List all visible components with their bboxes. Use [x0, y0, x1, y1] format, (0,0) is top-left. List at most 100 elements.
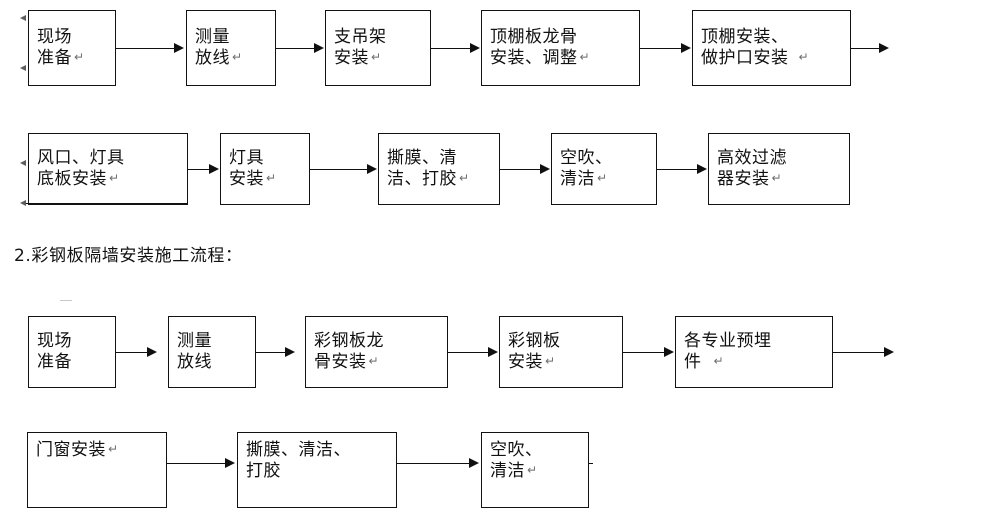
connector-stub: [589, 463, 593, 464]
process-box-color-steel-keel-install: 彩钢板龙 骨安装↵: [305, 316, 448, 388]
box-line: 测量: [195, 27, 230, 48]
wrap-connector-line: [22, 203, 188, 204]
box-line: 安装↵: [508, 352, 556, 372]
paragraph-mark-icon: ↵: [108, 442, 119, 456]
arrow-head-icon: [367, 164, 377, 174]
arrow-head-icon: [488, 347, 498, 357]
process-box-air-blow-clean-2: 空吹、 清洁↵: [481, 432, 589, 508]
process-box-air-blow-clean: 空吹、 清洁↵: [551, 133, 657, 205]
scan-artifact: [60, 300, 72, 301]
arrow-head-icon: [225, 458, 235, 468]
connector-line: [851, 48, 885, 49]
connector-line: [431, 48, 473, 49]
process-box-survey-setout: 测量 放线↵: [186, 10, 276, 86]
connector-line: [167, 463, 227, 464]
box-line: 骨安装↵: [314, 352, 379, 372]
connector-line: [116, 352, 149, 353]
arrow-head-icon: [314, 43, 324, 53]
box-line: 顶棚板龙骨: [490, 27, 578, 48]
connector-line: [276, 48, 317, 49]
connector-line: [448, 352, 489, 353]
paragraph-mark-icon: ↵: [368, 354, 379, 368]
process-box-hepa-filter-install: 高效过滤 器安装↵: [708, 133, 850, 205]
connector-line: [116, 48, 178, 49]
arrow-head-icon: [697, 164, 707, 174]
box-line: 现场: [37, 27, 72, 48]
box-line: 安装、调整↵: [490, 48, 590, 68]
box-line: 准备↵: [37, 48, 85, 68]
box-line: 清洁↵: [490, 460, 538, 481]
process-box-site-preparation: 现场 准备↵: [28, 10, 116, 86]
paragraph-mark-icon: ↵: [771, 171, 782, 185]
box-line: 器安装↵: [717, 169, 782, 189]
wrap-arrow-icon: [20, 15, 26, 21]
box-line: 准备: [37, 352, 72, 372]
paragraph-mark-icon: ↵: [459, 171, 470, 185]
box-line: 做护口安装↵: [701, 48, 809, 68]
box-line: 件↵: [684, 352, 724, 372]
box-line: 底板安装↵: [37, 169, 120, 189]
arrow-head-icon: [147, 347, 157, 357]
process-box-discipline-embedded-parts: 各专业预埋 件↵: [675, 316, 833, 388]
connector-line: [833, 352, 889, 353]
connector-line: [310, 169, 369, 170]
arrow-head-icon: [540, 164, 550, 174]
connector-line: [397, 463, 471, 464]
box-line: 现场: [37, 331, 72, 352]
paragraph-mark-icon: ↵: [798, 50, 809, 64]
paragraph-mark-icon: ↵: [579, 50, 590, 64]
process-box-film-removal-clean-seal: 撕膜、清 洁、打胶↵: [378, 133, 500, 205]
box-line: 清洁↵: [560, 169, 608, 189]
arrow-head-icon: [470, 43, 480, 53]
process-box-film-removal-clean-seal-2: 撕膜、清洁、 打胶: [237, 432, 397, 508]
box-line: 彩钢板龙: [314, 331, 384, 352]
arrow-head-icon: [209, 164, 219, 174]
box-line: 门窗安装↵: [36, 440, 119, 460]
paragraph-mark-icon: ↵: [371, 50, 382, 64]
box-line: 空吹、: [490, 440, 543, 460]
wrap-arrow-icon: [20, 160, 26, 166]
process-box-ceiling-install-edge-guard: 顶棚安装、 做护口安装↵: [692, 10, 851, 86]
paragraph-mark-icon: ↵: [109, 171, 120, 185]
box-line: 灯具: [229, 148, 264, 169]
process-box-ceiling-keel-install-adjust: 顶棚板龙骨 安装、调整↵: [481, 10, 640, 86]
box-line: 风口、灯具: [37, 148, 125, 169]
arrow-head-icon: [469, 458, 479, 468]
box-line: 支吊架: [334, 27, 387, 48]
process-box-site-preparation-2: 现场 准备: [28, 316, 116, 388]
arrow-head-icon: [879, 43, 889, 53]
connector-line: [640, 48, 684, 49]
arrow-head-icon: [174, 43, 184, 53]
box-line: 测量: [177, 331, 212, 352]
paragraph-mark-icon: ↵: [527, 462, 538, 477]
arrow-head-icon: [664, 347, 674, 357]
connector-line: [657, 169, 699, 170]
box-line: 顶棚安装、: [701, 27, 789, 48]
connector-line: [623, 352, 665, 353]
box-line: 安装↵: [334, 48, 382, 68]
wrap-arrow-icon: [20, 65, 26, 71]
process-box-lamp-install: 灯具 安装↵: [220, 133, 310, 205]
process-box-survey-setout-2: 测量 放线: [168, 316, 256, 388]
box-line: 打胶: [246, 460, 281, 481]
paragraph-mark-icon: ↵: [74, 50, 85, 64]
box-line: 洁、打胶↵: [387, 169, 470, 189]
box-line: 放线: [177, 352, 212, 372]
connector-line: [256, 352, 287, 353]
paragraph-mark-icon: ↵: [266, 171, 277, 185]
connector-line: [500, 169, 542, 170]
paragraph-mark-icon: ↵: [713, 354, 724, 368]
box-line: 撕膜、清: [387, 148, 457, 169]
box-line: 安装↵: [229, 169, 277, 189]
process-box-air-outlet-lamp-baseplate: 风口、灯具 底板安装↵: [28, 133, 188, 205]
arrow-head-icon: [285, 347, 295, 357]
paragraph-mark-icon: ↵: [545, 354, 556, 368]
box-line: 高效过滤: [717, 148, 787, 169]
box-line: 各专业预埋: [684, 331, 772, 352]
box-line: 彩钢板: [508, 331, 561, 352]
process-box-door-window-install: 门窗安装↵: [27, 432, 167, 508]
arrow-head-icon: [681, 43, 691, 53]
arrow-head-icon: [884, 347, 894, 357]
box-line: 空吹、: [560, 148, 613, 169]
